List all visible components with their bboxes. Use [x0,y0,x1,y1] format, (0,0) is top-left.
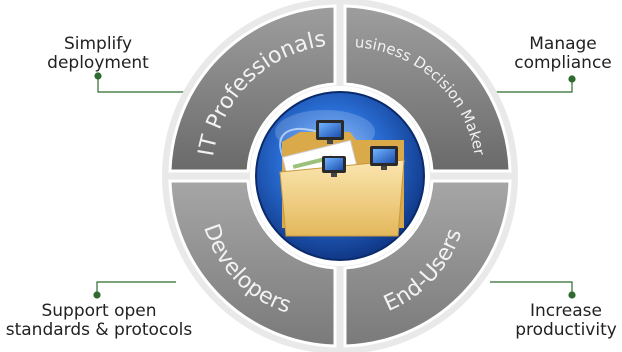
connector-bdm [492,78,573,93]
monitor-icon-3 [370,146,398,170]
connector-dev-dot [93,291,101,299]
callout-end-line2: productivity [515,320,617,340]
callout-end: Increase productivity [510,302,622,340]
callout-dev-line1: Support open [41,301,157,321]
callout-it: Simplify deployment [38,35,158,73]
segment-business-decision-makers [343,4,512,173]
callout-end-line1: Increase [530,301,602,321]
callout-it-line2: deployment [47,53,149,73]
callout-it-line1: Simplify [63,34,133,54]
connector-dev [96,281,176,296]
connector-bdm-dot [568,75,576,83]
callout-bdm-line1: Manage [529,34,597,54]
segment-end-users [343,179,512,348]
callout-bdm: Manage compliance [503,35,622,73]
connector-end-dot [568,291,576,299]
callout-dev: Support open standards & protocols [0,302,198,340]
monitor-icon-1 [316,120,344,144]
connector-it-dot [94,72,102,80]
callout-bdm-line2: compliance [514,53,612,73]
segment-it-professionals [168,4,337,173]
segment-developers [168,179,337,348]
folder-network-icon [279,120,405,237]
callout-dev-line2: standards & protocols [5,320,193,340]
connector-end [490,281,573,296]
monitor-icon-2 [322,156,346,177]
connector-it [97,75,190,93]
connectors [93,72,576,299]
